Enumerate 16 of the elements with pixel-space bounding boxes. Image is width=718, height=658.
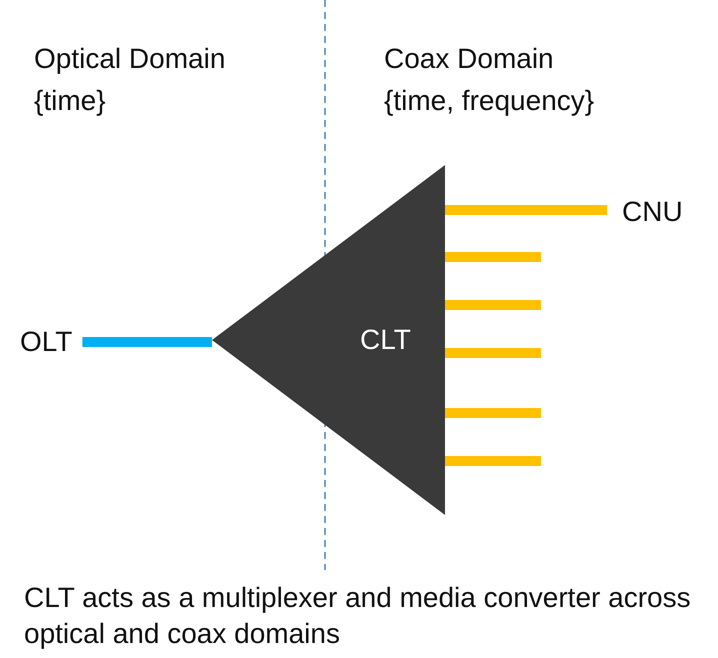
domain-heading: Optical Domain bbox=[34, 42, 226, 76]
caption: CLT acts as a multiplexer and media converter across optical and coax domains bbox=[24, 581, 692, 651]
domain-subtitle: {time, frequency} bbox=[384, 84, 594, 118]
port-line bbox=[445, 252, 541, 262]
port-line bbox=[445, 300, 541, 310]
connector-line bbox=[82, 337, 212, 347]
node-label: CLT bbox=[360, 323, 411, 357]
node-label: OLT bbox=[20, 325, 72, 359]
port-line bbox=[445, 408, 541, 418]
domain-heading: Coax Domain bbox=[384, 42, 554, 76]
port-line bbox=[445, 348, 541, 358]
node-label: CNU bbox=[622, 195, 683, 229]
converter-triangle bbox=[212, 165, 445, 515]
connector-line bbox=[445, 205, 607, 215]
port-line bbox=[445, 456, 541, 466]
domain-subtitle: {time} bbox=[34, 84, 106, 118]
